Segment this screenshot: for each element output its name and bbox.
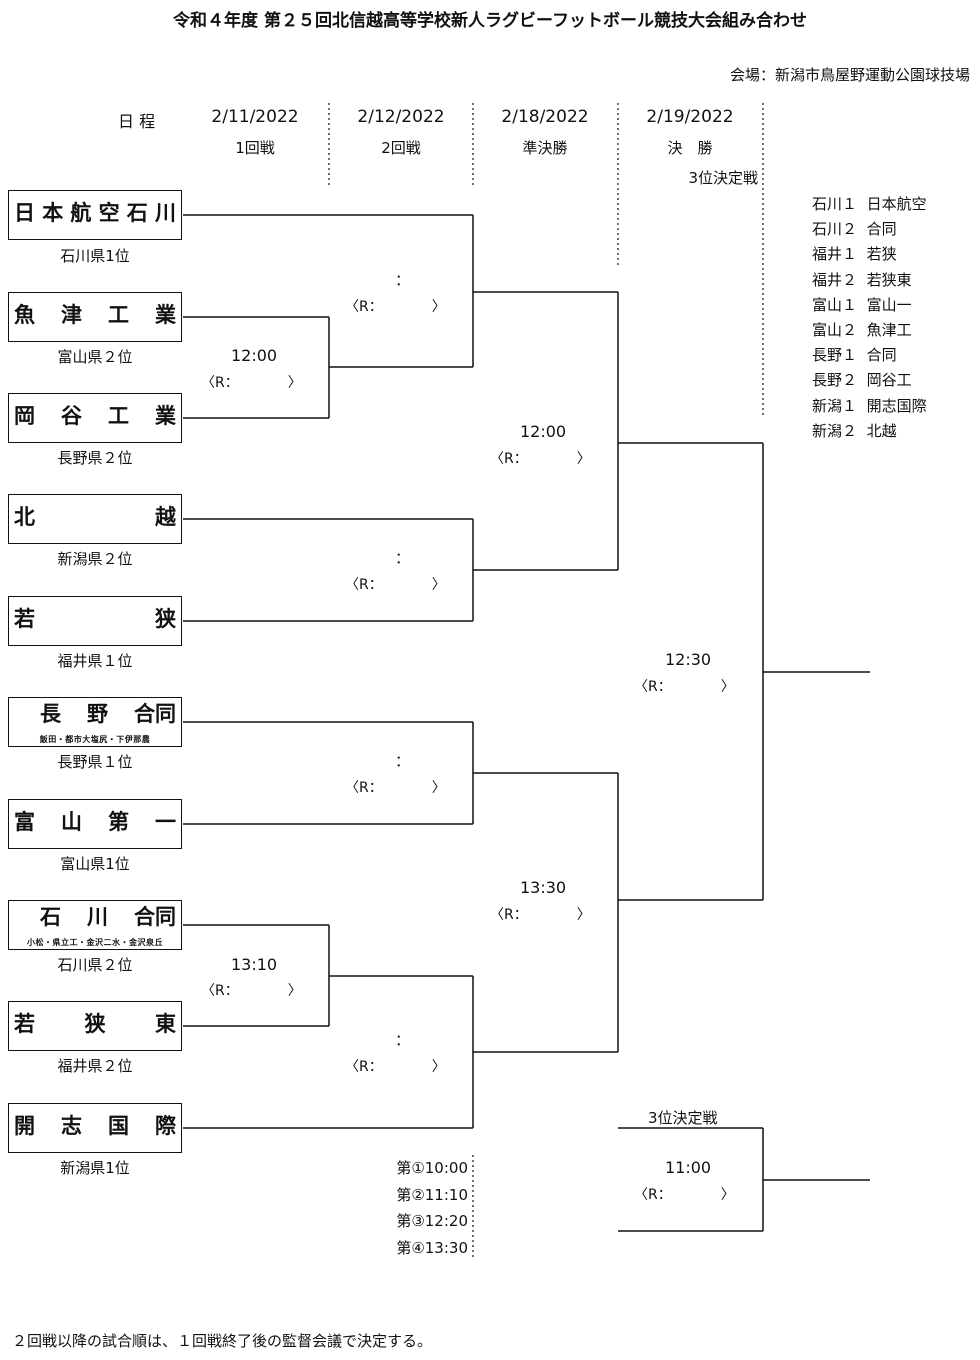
- seed-item: 長野２ 岡谷工: [812, 371, 912, 390]
- team-name: 魚津工業: [14, 303, 176, 327]
- team-label-3: 長野県２位: [57, 449, 133, 467]
- team-box-4: 北越: [8, 494, 182, 544]
- r2-order-item: 第③12:20: [396, 1212, 468, 1230]
- team-label-7: 富山県1位: [60, 855, 130, 873]
- schedule-round-2: 2回戦: [381, 139, 421, 157]
- team-box-3: 岡谷工業: [8, 393, 182, 443]
- team-label-2: 富山県２位: [57, 348, 133, 366]
- match-time: 12:00: [231, 346, 278, 365]
- match-referee: 〈R： 〉: [345, 577, 446, 593]
- match-referee: 〈R： 〉: [345, 780, 446, 796]
- match-time: ：: [395, 1031, 411, 1049]
- team-box-10: 開志国際: [8, 1103, 182, 1153]
- seed-item: 富山１ 富山一: [812, 295, 912, 314]
- r2-order-item: 第②11:10: [396, 1185, 468, 1204]
- match-referee: 〈R： 〉: [490, 451, 591, 467]
- team-label-9: 福井県２位: [57, 1057, 133, 1075]
- r2-order-item: 第④13:30: [396, 1238, 468, 1257]
- schedule-date-1: 2/11/2022: [211, 107, 299, 127]
- team-box-8: 石川合同 小松・県立工・金沢二水・金沢泉丘: [8, 900, 182, 950]
- team-box-5: 若狭: [8, 596, 182, 646]
- team-name: 石川合同: [40, 905, 176, 929]
- seed-item: 新潟１ 開志国際: [812, 396, 927, 415]
- schedule-round-3: 準決勝: [522, 139, 568, 157]
- team-name: 岡谷工業: [14, 404, 176, 428]
- match-referee: 〈R： 〉: [634, 1187, 735, 1203]
- match-referee: 〈R： 〉: [345, 1059, 446, 1075]
- team-label-8: 石川県２位: [57, 956, 133, 974]
- seed-item: 石川２ 合同: [812, 220, 897, 239]
- schedule-date-4: 2/19/2022: [646, 107, 734, 127]
- r2-order-list: 第①10:00 第②11:10 第③12:20 第④13:30: [396, 1155, 468, 1261]
- seed-item: 富山２ 魚津工: [812, 321, 912, 340]
- seed-item: 福井２ 若狭東: [812, 270, 912, 289]
- schedule-date-3: 2/18/2022: [501, 107, 589, 127]
- match-time: 11:00: [665, 1158, 712, 1177]
- match-time: ：: [395, 752, 411, 770]
- match-time: 13:10: [231, 955, 278, 974]
- schedule-round-1: 1回戦: [235, 139, 275, 157]
- match-time: ：: [395, 549, 411, 567]
- schedule-round-4: 決 勝: [667, 139, 713, 157]
- seed-item: 新潟２ 北越: [812, 421, 897, 440]
- third-place-title: 3位決定戦: [648, 1109, 718, 1127]
- team-label-6: 長野県１位: [57, 753, 133, 771]
- team-label-4: 新潟県２位: [57, 550, 133, 568]
- team-name: 富山第一: [14, 810, 176, 834]
- r2-order-item: 第①10:00: [396, 1159, 468, 1177]
- page-title: 令和４年度 第２５回北信越高等学校新人ラグビーフットボール競技大会組み合わせ: [173, 11, 807, 31]
- team-name: 日本航空石川: [14, 201, 176, 225]
- team-box-1: 日本航空石川: [8, 190, 182, 240]
- schedule-label: 日 程: [118, 112, 156, 131]
- seed-item: 福井１ 若狭: [812, 245, 897, 264]
- match-referee: 〈R： 〉: [634, 679, 735, 695]
- match-referee: 〈R： 〉: [201, 375, 302, 391]
- match-referee: 〈R： 〉: [201, 983, 302, 999]
- team-members: 飯田・都市大塩尻・下伊那農: [39, 735, 151, 744]
- team-name: 開志国際: [14, 1114, 176, 1138]
- match-time: 12:00: [520, 422, 567, 441]
- team-name: 北越: [14, 505, 176, 529]
- team-label-10: 新潟県1位: [60, 1159, 130, 1177]
- team-name: 長野合同: [40, 702, 176, 726]
- team-box-2: 魚津工業: [8, 292, 182, 342]
- team-name: 若狭東: [14, 1012, 176, 1036]
- schedule-extra-4: 3位決定戦: [688, 169, 758, 187]
- team-members: 小松・県立工・金沢二水・金沢泉丘: [27, 938, 163, 947]
- match-time: ：: [395, 271, 411, 289]
- match-time: 12:30: [665, 650, 712, 669]
- team-box-9: 若狭東: [8, 1001, 182, 1051]
- venue-label: 会場：新潟市鳥屋野運動公園球技場: [729, 66, 970, 84]
- match-referee: 〈R： 〉: [490, 907, 591, 923]
- team-box-7: 富山第一: [8, 799, 182, 849]
- team-box-6: 長野合同 飯田・都市大塩尻・下伊那農: [8, 697, 182, 747]
- match-time: 13:30: [520, 878, 567, 897]
- seed-item: 長野１ 合同: [812, 346, 897, 365]
- match-referee: 〈R： 〉: [345, 299, 446, 315]
- schedule-date-2: 2/12/2022: [357, 107, 445, 127]
- seed-list: 石川１ 日本航空 石川２ 合同 福井１ 若狭 福井２ 若狭東 富山１ 富山一 富…: [812, 192, 927, 444]
- team-label-1: 石川県1位: [60, 247, 130, 265]
- team-label-5: 福井県１位: [57, 652, 133, 670]
- seed-item: 石川１ 日本航空: [812, 195, 927, 213]
- team-name: 若狭: [14, 607, 176, 631]
- footer-note: ２回戦以降の試合順は、１回戦終了後の監督会議で決定する。: [12, 1332, 433, 1350]
